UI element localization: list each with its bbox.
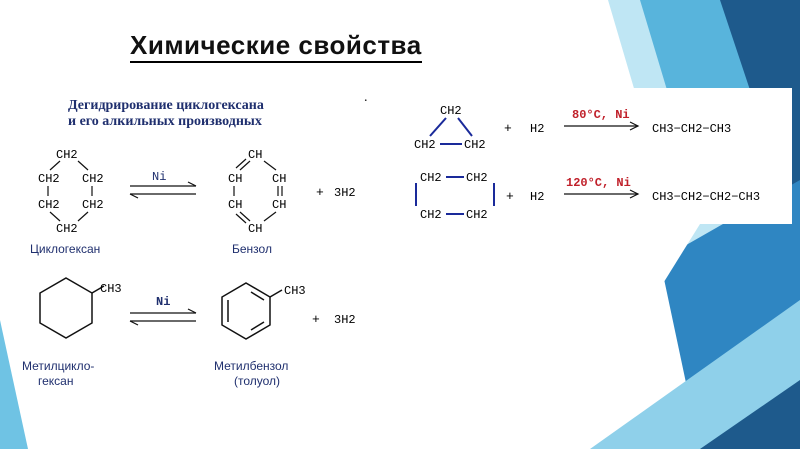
cyclopropane-h2: H2 <box>530 122 544 136</box>
methylcyclohexane-caption-2: гексан <box>38 374 73 388</box>
benzene-structure: CH CH CH CH CH CH <box>228 148 286 236</box>
cyclohexane-upper-left: CH2 <box>38 172 60 186</box>
cyclobutane-arrow <box>564 189 640 199</box>
benzene-upper-left: CH <box>228 172 242 186</box>
reaction2-arrows <box>129 308 197 326</box>
cyclohexane-structure: CH2 CH2 CH2 CH2 CH2 CH2 <box>38 148 104 236</box>
reaction1-h2: 3H2 <box>334 186 356 200</box>
dehydrogenation-diagram: CH2 CH2 CH2 CH2 CH2 CH2 Циклогексан Ni <box>22 148 356 388</box>
section-heading: Дегидрирование циклогексана и его алкиль… <box>68 98 368 130</box>
cyclobutane-top-left: CH2 <box>420 171 442 185</box>
deco-right-panel-dark <box>720 0 800 260</box>
stray-dot: . <box>364 90 368 105</box>
cyclopropane-arrow <box>564 121 640 131</box>
reaction1-catalyst: Ni <box>152 170 166 184</box>
benzene-upper-right: CH <box>272 172 286 186</box>
slide-title: Химические свойства <box>130 30 422 63</box>
reaction2-h2: 3H2 <box>334 313 356 327</box>
cyclobutane-product: CH3−CH2−CH2−CH3 <box>652 190 760 204</box>
methylcyclohexane-structure <box>39 277 105 339</box>
cyclobutane-conditions: 120°C, Ni <box>566 176 631 190</box>
deco-right-lower-light <box>590 300 800 449</box>
cyclobutane-bottom-left: CH2 <box>420 208 442 222</box>
content-backdrop <box>400 88 792 224</box>
cyclohexane-top: CH2 <box>56 148 78 162</box>
cyclobutane-top-right: CH2 <box>466 171 488 185</box>
cyclopropane-top: CH2 <box>440 104 462 118</box>
reaction2-plus: + <box>312 312 320 327</box>
methylbenzene-structure <box>221 282 283 340</box>
cyclopropane-conditions: 80°C, Ni <box>572 108 630 122</box>
cyclohexane-bottom: CH2 <box>56 222 78 236</box>
heading-line-2: и его алкильных производных <box>68 114 262 129</box>
cyclobutane-h2: H2 <box>530 190 544 204</box>
deco-left-triangle <box>0 320 28 449</box>
methylcyclohexane-caption-1: Метилцикло- <box>22 359 94 373</box>
reaction1-arrows <box>129 181 197 199</box>
heading-line-1: Дегидрирование циклогексана <box>68 98 264 113</box>
benzene-caption: Бензол <box>232 242 272 256</box>
reaction1-plus: + <box>316 185 324 200</box>
deco-right-lower-dark <box>700 380 800 449</box>
cyclohexane-lower-left: CH2 <box>38 198 60 212</box>
benzene-lower-left: CH <box>228 198 242 212</box>
methylcyclohexane-ch3: CH3 <box>100 282 122 296</box>
cyclohexane-lower-right: CH2 <box>82 198 104 212</box>
content-backdrop-lower <box>490 224 700 449</box>
cyclopropane-product: CH3−CH2−CH3 <box>652 122 731 136</box>
cyclopropane-right: CH2 <box>464 138 486 152</box>
cyclobutane-structure: CH2 CH2 CH2 CH2 <box>415 171 495 222</box>
cyclobutane-bottom-right: CH2 <box>466 208 488 222</box>
cyclobutane-plus: + <box>506 189 514 204</box>
cyclopropane-left: CH2 <box>414 138 436 152</box>
cyclohexane-upper-right: CH2 <box>82 172 104 186</box>
reaction2-catalyst: Ni <box>156 295 170 309</box>
cyclopropane-structure: CH2 CH2 CH2 <box>414 104 486 152</box>
cyclopropane-plus: + <box>504 121 512 136</box>
benzene-top: CH <box>248 148 262 162</box>
methylbenzene-caption-1: Метилбензол <box>214 359 288 373</box>
methylbenzene-caption-2: (толуол) <box>234 374 280 388</box>
benzene-bottom: CH <box>248 222 262 236</box>
hydrogenation-diagram: CH2 CH2 CH2 + H2 80°C, Ni CH3−CH2−CH3 CH… <box>414 104 760 222</box>
methylbenzene-ch3: CH3 <box>284 284 306 298</box>
benzene-lower-right: CH <box>272 198 286 212</box>
cyclohexane-caption: Циклогексан <box>30 242 100 256</box>
